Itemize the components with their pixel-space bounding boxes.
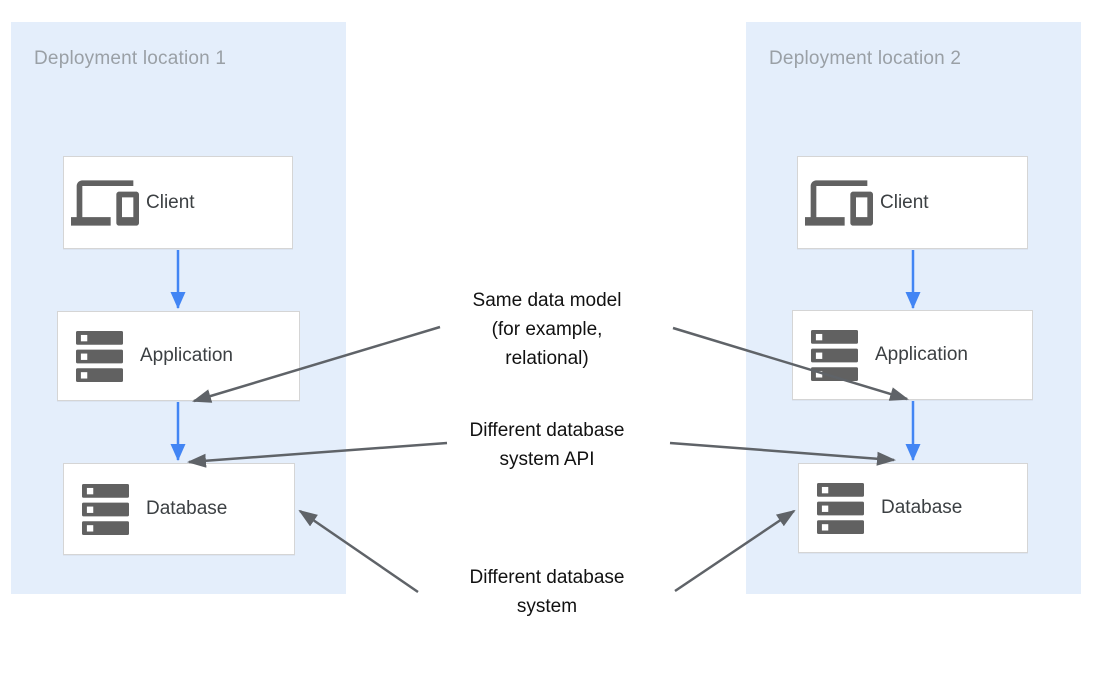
database-node-location-1: Database	[63, 463, 295, 555]
database-node-location-2: Database	[798, 463, 1028, 553]
server-stack-icon	[799, 482, 881, 534]
application-node-location-1: Application	[57, 311, 300, 401]
devices-icon	[798, 169, 880, 237]
application-node-location-2: Application	[792, 310, 1033, 400]
devices-icon	[64, 169, 146, 237]
panel-title: Deployment location 1	[34, 48, 227, 69]
client-node-location-1: Client	[63, 156, 293, 249]
node-label: Database	[881, 497, 963, 518]
node-label: Application	[140, 345, 233, 366]
client-node-location-2: Client	[797, 156, 1028, 249]
server-stack-icon	[58, 330, 140, 382]
server-stack-icon	[64, 483, 146, 535]
node-label: Client	[146, 191, 195, 213]
server-stack-icon	[793, 329, 875, 381]
panel-title: Deployment location 2	[769, 48, 962, 69]
node-label: Application	[875, 344, 968, 365]
node-label: Client	[880, 191, 929, 213]
annotation-different-db-system: Different database system	[469, 567, 625, 617]
annotation-same-data-model: Same data model (for example, relational…	[472, 290, 622, 369]
node-label: Database	[146, 498, 228, 519]
annotation-different-db-api: Different database system API	[469, 420, 625, 470]
